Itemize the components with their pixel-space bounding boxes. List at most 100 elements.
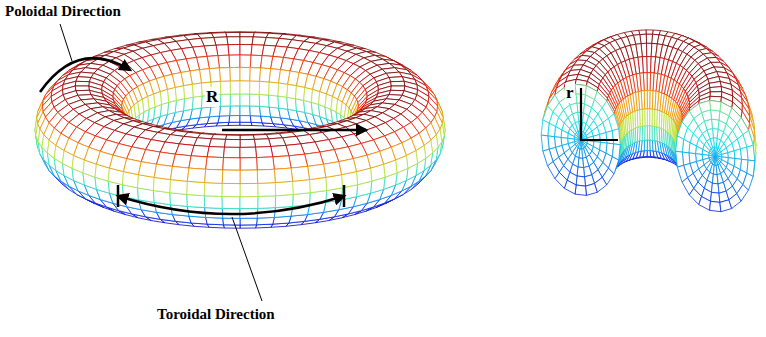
cut-face-cell <box>720 102 732 116</box>
cut-face-cell <box>710 201 721 211</box>
mesh-cell <box>256 147 273 158</box>
cut-face-cell <box>541 135 549 151</box>
cut-face-cell <box>710 101 721 111</box>
mesh-cell <box>189 156 207 170</box>
mesh-cell <box>296 86 305 101</box>
mesh-cell <box>273 156 291 170</box>
mesh-cell <box>287 84 297 99</box>
mesh-cell <box>240 94 250 106</box>
mesh-cell <box>219 68 230 82</box>
mesh-cell <box>250 68 261 82</box>
mesh-cell <box>250 55 262 68</box>
mesh-cell <box>275 181 293 195</box>
mesh-cell <box>269 82 279 96</box>
mesh-cell <box>224 147 241 158</box>
mesh-cell <box>240 55 251 68</box>
mesh-cell <box>191 145 209 157</box>
cut-face-cell <box>699 197 711 211</box>
label-anchor: r <box>565 83 575 103</box>
mesh-cell <box>171 166 189 181</box>
mesh-cell <box>391 81 405 86</box>
mesh-cell <box>710 87 722 92</box>
mesh-cell <box>139 162 157 178</box>
mesh-cell <box>206 217 224 224</box>
cut-face-cell <box>612 129 620 145</box>
minor-radius-line <box>580 88 582 140</box>
direction-label: Poloidal Direction <box>4 3 122 20</box>
cut-face-cell <box>715 156 722 159</box>
mesh-cell <box>222 197 240 209</box>
mesh-cell <box>324 162 342 178</box>
mesh-cell <box>240 139 256 147</box>
mesh-cell <box>230 67 240 81</box>
mesh-cell <box>240 67 250 81</box>
poloidal-arrow <box>40 58 130 92</box>
mesh-cell <box>287 97 297 111</box>
label-anchor: R <box>205 87 219 107</box>
mesh-cell <box>240 218 257 225</box>
mesh-cell <box>646 30 653 34</box>
mesh-cell <box>389 77 404 82</box>
mesh-cell <box>230 94 240 106</box>
mesh-cell <box>259 94 269 107</box>
mesh-cell <box>153 177 170 192</box>
cut-face-cell <box>713 156 716 165</box>
mesh-cell <box>293 193 311 207</box>
leader-line <box>232 217 262 301</box>
mesh-cell <box>229 55 240 68</box>
cut-face-cell <box>676 151 684 167</box>
mesh-cell <box>220 81 230 95</box>
radius-label: R <box>205 87 219 107</box>
radius-label: r <box>565 83 575 103</box>
cut-face-cell <box>586 184 598 196</box>
mesh-cell <box>240 170 258 184</box>
mesh-cell <box>240 116 251 123</box>
cut-face-cell <box>711 192 720 202</box>
mesh-cell <box>240 135 254 140</box>
mesh-cell <box>219 106 230 116</box>
mesh-cell <box>204 196 222 209</box>
mesh-cell <box>278 96 288 109</box>
mesh-cell <box>192 83 202 97</box>
cut-face-cell <box>715 147 718 156</box>
mesh-cell <box>192 96 202 109</box>
annotation-lines <box>40 24 618 301</box>
bracket-tick <box>117 185 120 207</box>
toroidal-arrow <box>118 196 344 214</box>
mesh-cell <box>207 147 224 158</box>
mesh-cell <box>339 159 357 175</box>
mesh-cell <box>223 218 240 225</box>
mesh-cell <box>206 157 224 170</box>
mesh-cell <box>75 81 89 86</box>
mesh-cell <box>240 32 254 37</box>
mesh-cell <box>227 37 240 45</box>
cut-face-cell <box>711 110 720 120</box>
mesh-cell <box>170 193 188 207</box>
mesh-cell <box>257 169 275 183</box>
mesh-cell <box>220 94 230 106</box>
mesh-cell <box>240 106 250 116</box>
mesh-cell <box>187 168 205 183</box>
mesh-cell <box>240 147 257 158</box>
mesh-cell <box>258 196 276 209</box>
mesh-cell <box>271 145 289 157</box>
mesh-cell <box>250 81 260 95</box>
mesh-cell <box>154 164 172 179</box>
mesh-cell <box>223 158 240 171</box>
mesh-cell <box>240 81 250 94</box>
cut-face-cell <box>576 176 585 186</box>
mesh-cell <box>250 106 261 116</box>
mesh-cell <box>269 95 279 108</box>
cut-face-cell <box>581 140 585 149</box>
cut-face-cell <box>747 145 755 161</box>
mesh-cell <box>184 84 194 99</box>
label-anchor: Toroidal Direction <box>156 305 276 323</box>
cut-face-cell <box>581 140 584 149</box>
mesh-cell <box>274 168 292 183</box>
mesh-cell <box>278 83 288 97</box>
mesh-cell <box>124 159 142 175</box>
mesh-cell <box>228 45 240 56</box>
mesh-cell <box>240 45 252 56</box>
mesh-cell <box>187 195 205 208</box>
cut-face-cell <box>676 136 684 152</box>
